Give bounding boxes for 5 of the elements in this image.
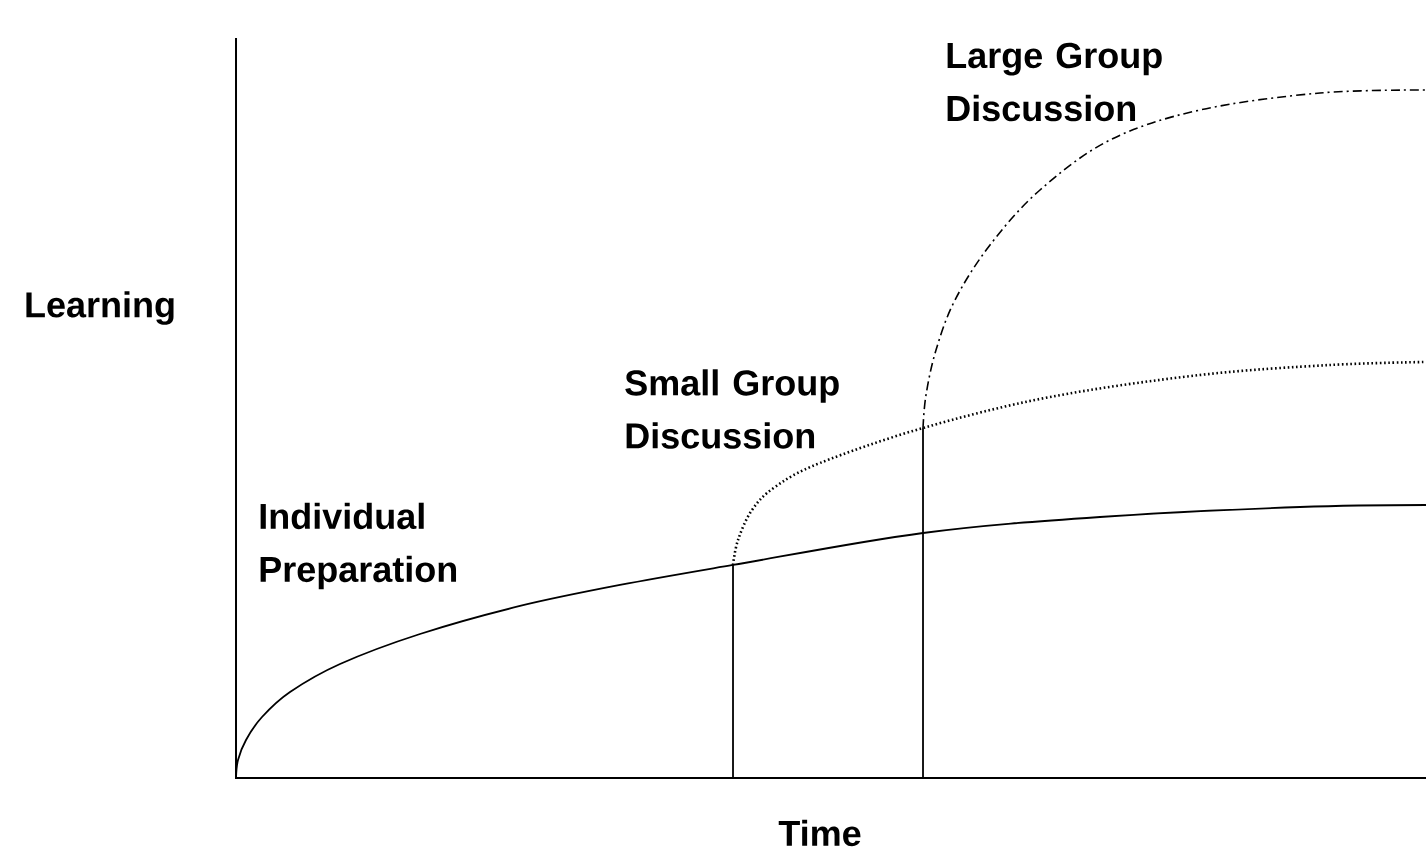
axis-label: Learning: [26, 291, 174, 325]
curve-label: Individual Preparation: [260, 502, 457, 590]
curve-label: Large Group Discussion: [947, 42, 1162, 122]
axis-label: Time: [778, 819, 861, 847]
curve-label: Small Group Discussion: [625, 369, 839, 449]
